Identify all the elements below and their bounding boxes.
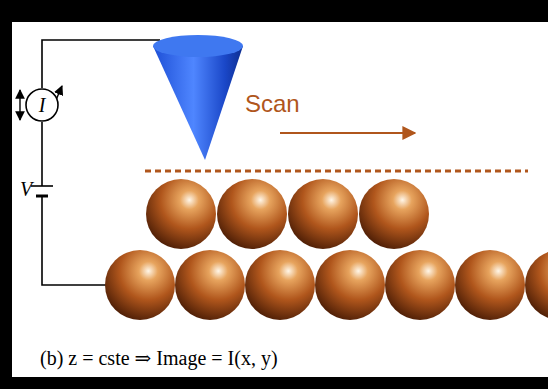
atom xyxy=(288,179,358,249)
caption: (b) z = cste ⇒ Image = I(x, y) xyxy=(40,346,278,370)
atom xyxy=(455,250,525,320)
atom xyxy=(245,250,315,320)
atom xyxy=(359,179,429,249)
wire xyxy=(42,40,160,88)
wire xyxy=(41,122,43,186)
atom xyxy=(315,250,385,320)
atom xyxy=(217,179,287,249)
scan-label: Scan xyxy=(245,90,300,118)
battery-plate xyxy=(31,185,53,187)
voltage-label: V xyxy=(20,178,32,201)
wire xyxy=(42,196,110,285)
atom xyxy=(525,250,548,320)
scan-path xyxy=(145,170,528,173)
meter-label: I xyxy=(25,88,59,122)
double-arrow xyxy=(19,90,20,120)
atom xyxy=(385,250,455,320)
atoms xyxy=(105,179,548,320)
atom xyxy=(146,179,216,249)
scan-arrow xyxy=(280,132,415,134)
stm-tip xyxy=(153,46,243,160)
ammeter-circle: I xyxy=(25,88,59,122)
battery-plate xyxy=(36,195,48,198)
circle-outline xyxy=(26,89,58,121)
atom xyxy=(105,250,175,320)
white-panel xyxy=(12,22,548,377)
stm-tip-top xyxy=(153,35,243,57)
atom xyxy=(175,250,245,320)
